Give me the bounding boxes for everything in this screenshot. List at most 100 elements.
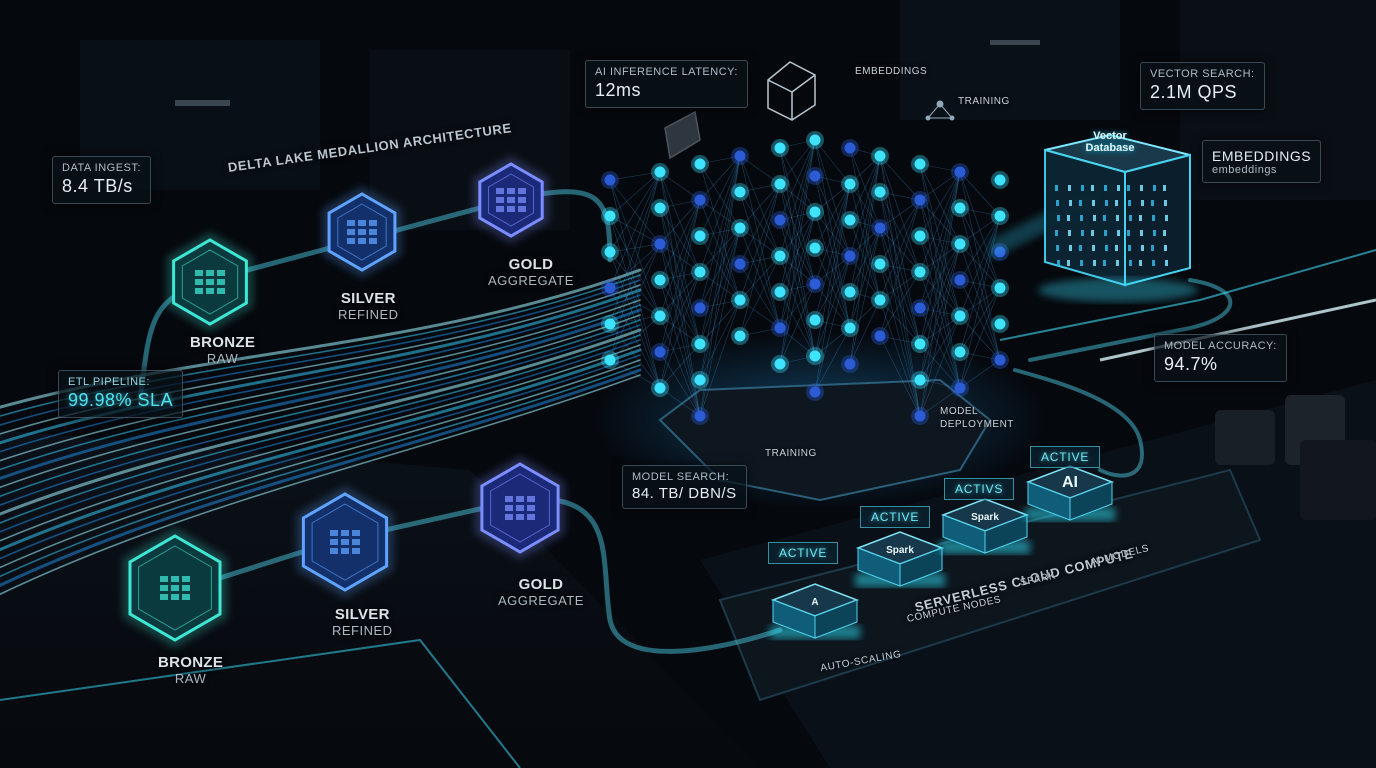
network-edge bbox=[849, 183, 881, 301]
network-edge bbox=[659, 243, 701, 417]
network-edge bbox=[739, 155, 781, 185]
vector-bit bbox=[1116, 260, 1119, 266]
vector-bit bbox=[1117, 185, 1120, 191]
network-edge bbox=[879, 199, 921, 265]
network-edge bbox=[659, 387, 701, 417]
network-edge bbox=[609, 179, 661, 389]
network-edge bbox=[879, 335, 921, 345]
vector-bit bbox=[1091, 230, 1094, 236]
network-edge bbox=[779, 283, 816, 329]
network-node bbox=[874, 258, 886, 270]
network-node bbox=[844, 322, 856, 334]
network-edge bbox=[879, 191, 921, 417]
data-cell bbox=[496, 206, 504, 212]
network-edge bbox=[779, 219, 816, 357]
network-node bbox=[694, 302, 706, 314]
network-edge bbox=[779, 183, 816, 357]
network-edge bbox=[879, 299, 921, 417]
network-edge bbox=[879, 263, 921, 273]
training-top-label: TRAINING bbox=[958, 96, 1010, 107]
vector-bit bbox=[1139, 260, 1142, 266]
data-cell bbox=[182, 585, 190, 591]
network-edge bbox=[919, 315, 961, 417]
data-stream bbox=[0, 364, 641, 578]
data-cell bbox=[516, 514, 524, 520]
vector-bit bbox=[1151, 200, 1154, 206]
vector-bit bbox=[1068, 230, 1071, 236]
network-node bbox=[954, 382, 966, 394]
data-stream bbox=[0, 359, 641, 569]
network-edge bbox=[814, 211, 851, 257]
chip-side bbox=[1069, 481, 1113, 521]
etl-pipeline-label: ETL PIPELINE: bbox=[68, 376, 150, 388]
network-edge bbox=[699, 155, 741, 165]
data-stream bbox=[0, 324, 641, 507]
network-edge bbox=[739, 327, 781, 337]
lower-gold-label: GOLD AGGREGATE bbox=[498, 576, 584, 608]
vector-bit bbox=[1152, 260, 1155, 266]
vector-bit bbox=[1081, 230, 1084, 236]
network-edge bbox=[919, 271, 961, 317]
network-node bbox=[954, 310, 966, 322]
vector-bit bbox=[1164, 200, 1167, 206]
upper-gold-label: GOLD AGGREGATE bbox=[488, 256, 574, 288]
vector-bit bbox=[1129, 215, 1132, 221]
vector-bit bbox=[1153, 185, 1156, 191]
network-edge bbox=[779, 139, 816, 293]
network-edge bbox=[879, 271, 921, 337]
network-node bbox=[654, 346, 666, 358]
network-edge bbox=[699, 155, 741, 201]
network-edge bbox=[879, 199, 921, 301]
network-node bbox=[994, 174, 1006, 186]
network-edge bbox=[609, 171, 661, 181]
data-cell bbox=[206, 288, 214, 294]
data-stream bbox=[0, 348, 642, 552]
network-edge bbox=[814, 139, 851, 329]
network-node bbox=[954, 238, 966, 250]
network-edge bbox=[699, 227, 741, 381]
compute-pipe bbox=[1013, 368, 1144, 478]
network-edge bbox=[659, 343, 701, 353]
vector-bit bbox=[1057, 215, 1060, 221]
data-cell bbox=[516, 505, 524, 511]
inference-latency-value: 12ms bbox=[595, 80, 642, 100]
network-edge bbox=[779, 211, 816, 365]
network-edge bbox=[739, 155, 781, 329]
network-edge bbox=[609, 243, 661, 289]
data-cell bbox=[505, 514, 513, 520]
vector-bit bbox=[1068, 185, 1071, 191]
vector-bit bbox=[1055, 185, 1058, 191]
network-edge bbox=[739, 227, 781, 257]
vdb-pipe bbox=[1028, 278, 1233, 362]
network-node bbox=[734, 258, 746, 270]
data-ingest-panel: DATA INGEST: 8.4 TB/s bbox=[52, 156, 151, 204]
network-edge bbox=[609, 243, 661, 253]
stage-sub: RAW bbox=[174, 671, 207, 686]
network-edge bbox=[659, 315, 701, 345]
network-edge bbox=[779, 327, 816, 357]
network-edge bbox=[739, 299, 781, 329]
network-node bbox=[694, 158, 706, 170]
network-node bbox=[874, 330, 886, 342]
network-edge bbox=[699, 227, 741, 417]
stage-name: SILVER bbox=[334, 606, 390, 623]
vector-bit bbox=[1152, 215, 1155, 221]
network-node bbox=[694, 266, 706, 278]
network-edge bbox=[919, 235, 961, 317]
model-search-value: 84. TB/ DBN/S bbox=[632, 485, 737, 502]
network-node bbox=[954, 346, 966, 358]
network-edge bbox=[879, 199, 921, 337]
network-edge bbox=[779, 183, 816, 213]
network-edge bbox=[659, 171, 701, 273]
network-node bbox=[914, 302, 926, 314]
network-edge bbox=[919, 307, 961, 317]
data-cell bbox=[358, 220, 366, 226]
network-edge bbox=[609, 179, 661, 317]
stage-name: SILVER bbox=[340, 290, 396, 307]
network-edge bbox=[699, 155, 741, 381]
network-edge bbox=[959, 171, 1001, 217]
data-stream bbox=[0, 304, 641, 471]
model-accuracy-panel: MODEL ACCURACY: 94.7% bbox=[1154, 334, 1287, 382]
network-edge bbox=[699, 299, 741, 417]
